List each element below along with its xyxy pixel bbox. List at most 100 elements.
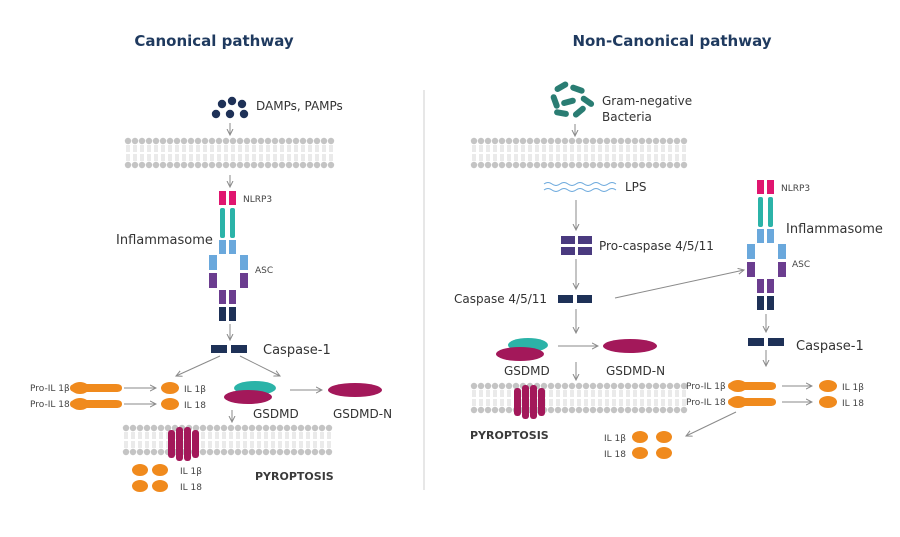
released-il1b-icon: [656, 431, 672, 443]
lipid-head: [603, 137, 611, 145]
lipid-head: [131, 137, 139, 145]
lipid-head: [491, 406, 499, 414]
lipid-head: [213, 448, 221, 456]
lipid-head: [477, 406, 485, 414]
canonical-title: Canonical pathway: [134, 32, 294, 50]
lipid-head: [297, 448, 305, 456]
lipid-head: [512, 137, 520, 145]
lipid-head: [554, 382, 562, 390]
lipid-head: [276, 424, 284, 432]
lipid-head: [311, 424, 319, 432]
lipid-head: [292, 137, 300, 145]
lipid-head: [505, 161, 513, 169]
lipid-head: [306, 161, 314, 169]
inflammasome-label: Inflammasome: [116, 233, 213, 248]
lipid-head: [624, 406, 632, 414]
lipid-head: [201, 161, 209, 169]
lipid-head: [152, 161, 160, 169]
asc-label: ASC: [255, 266, 273, 276]
lipid-head: [631, 137, 639, 145]
lipid-head: [484, 382, 492, 390]
lipid-head: [491, 382, 499, 390]
lipid-head: [243, 161, 251, 169]
lipid-head: [320, 137, 328, 145]
lipid-head: [680, 382, 688, 390]
lipid-head: [645, 161, 653, 169]
bacteria-label-line1: Gram-negative: [602, 94, 692, 108]
lipid-head: [236, 137, 244, 145]
caspase-icon: [558, 295, 573, 303]
lipid-head: [610, 406, 618, 414]
gsdmd-n-icon: [496, 347, 544, 361]
lipid-head: [631, 382, 639, 390]
lipid-head: [192, 424, 200, 432]
canonical-pathway: DAMPs, PAMPs NLRP3 Inflammasome ASC: [30, 96, 392, 493]
lipid-head: [313, 137, 321, 145]
lipid-head: [131, 161, 139, 169]
lipid-head: [582, 137, 590, 145]
lipid-head: [215, 161, 223, 169]
caspase1-label: Caspase-1: [263, 343, 331, 358]
lipid-head: [234, 448, 242, 456]
lipid-head: [526, 137, 534, 145]
nlrp3-label: NLRP3: [781, 184, 810, 194]
lipid-head: [582, 161, 590, 169]
lipid-head: [519, 137, 527, 145]
lipid-head: [173, 137, 181, 145]
lipid-head: [596, 406, 604, 414]
lipid-head: [561, 406, 569, 414]
lipid-head: [222, 161, 230, 169]
lipid-head: [187, 137, 195, 145]
lipid-head: [318, 448, 326, 456]
lipid-head: [250, 161, 258, 169]
lipid-head: [568, 382, 576, 390]
lipid-head: [603, 382, 611, 390]
gsdmd-pore-icon: [168, 427, 199, 461]
lipid-head: [575, 382, 583, 390]
lipid-head: [491, 161, 499, 169]
pyroptosis-label: PYROPTOSIS: [470, 429, 549, 442]
lipid-head: [304, 424, 312, 432]
lipid-head: [166, 137, 174, 145]
pro-il18-label: Pro-IL 18: [686, 398, 726, 408]
il1b-label: IL 1β: [184, 385, 206, 395]
released-il18-icon: [656, 447, 672, 459]
lipid-head: [603, 406, 611, 414]
inflammasome-label: Inflammasome: [786, 222, 883, 237]
released-il1b-icon: [632, 431, 648, 443]
lipid-head: [617, 406, 625, 414]
lipid-head: [645, 406, 653, 414]
lipid-head: [264, 161, 272, 169]
lipid-head: [241, 424, 249, 432]
lipid-head: [596, 161, 604, 169]
lipid-head: [327, 137, 335, 145]
lipid-head: [603, 161, 611, 169]
lipid-head: [220, 448, 228, 456]
lipid-head: [145, 161, 153, 169]
nlrp3-inflammasome-icon: [747, 180, 786, 310]
lipid-head: [659, 161, 667, 169]
lipid-head: [290, 424, 298, 432]
lipid-head: [129, 424, 137, 432]
lipid-head: [505, 406, 513, 414]
lipid-head: [533, 161, 541, 169]
lipid-head: [215, 137, 223, 145]
gsdmdn-icon: [328, 383, 382, 397]
lipid-head: [250, 137, 258, 145]
lipid-head: [180, 161, 188, 169]
lipid-head: [652, 137, 660, 145]
lipid-head: [150, 424, 158, 432]
lipid-head: [124, 137, 132, 145]
lipid-head: [484, 406, 492, 414]
lipid-head: [575, 161, 583, 169]
lipid-head: [582, 406, 590, 414]
gsdmd-n-icon: [224, 390, 272, 404]
noncanonical-pathway: Gram-negative Bacteria LPS Pro-caspase 4…: [454, 81, 883, 460]
lipid-head: [180, 137, 188, 145]
lipid-head: [199, 424, 207, 432]
lipid-head: [222, 137, 230, 145]
lipid-head: [498, 137, 506, 145]
lipid-head: [631, 161, 639, 169]
lps-label: LPS: [625, 180, 647, 194]
lipid-head: [271, 161, 279, 169]
